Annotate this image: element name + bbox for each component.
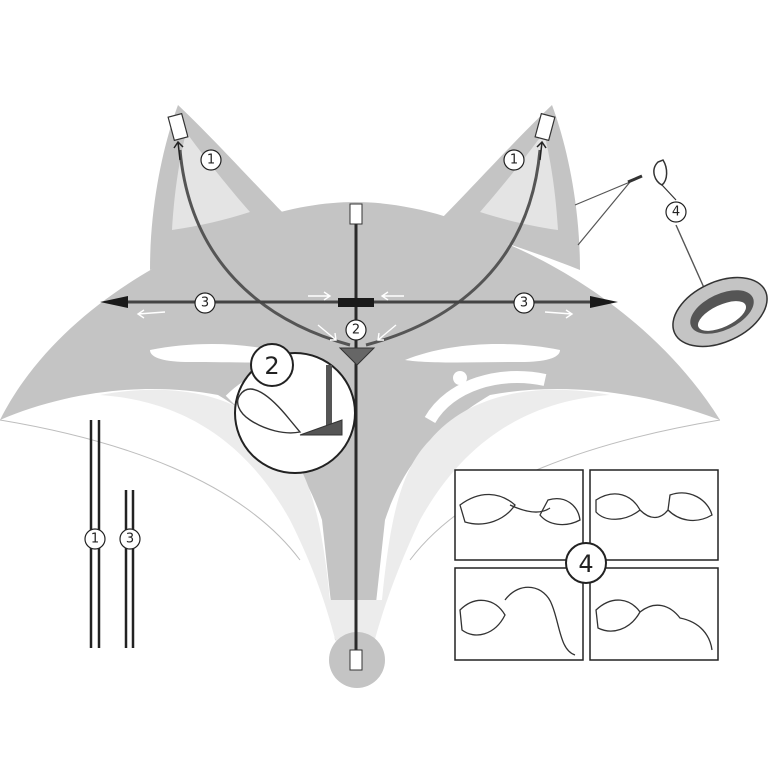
knot-panel-4 [589,567,719,661]
kite-body [0,202,720,640]
spine-top-cap [349,203,363,225]
left-ear-arrow [173,140,184,161]
curved-rods [167,112,556,347]
arrow-right-out [544,309,574,319]
cross-connector [338,298,374,307]
reel-clip [653,159,668,186]
label-curved-rod-right: 1 [503,149,525,171]
svg-text:3: 3 [520,296,528,311]
knot-steps-panels [454,469,719,661]
right-ear-arrow [536,140,547,161]
svg-text:1: 1 [207,153,215,168]
label-cross-spar-left: 3 [194,292,216,314]
reel-hole [697,301,747,331]
knot-panel-1 [454,469,584,561]
label-detail-callout: 2 [264,352,279,380]
svg-text:2: 2 [264,352,279,380]
knot-panel-2 [589,469,719,561]
label-loose-rod-long: 1 [84,528,106,550]
right-cheek-curve [424,371,547,424]
arrow-center-left-in [308,291,332,301]
svg-text:3: 3 [201,296,209,311]
arrow-to-nose-right [377,324,397,341]
label-spine-rod: 2 [345,319,367,341]
eye-dot [453,371,467,385]
line-reel-icon [653,159,768,348]
spine-rod [349,203,363,671]
spine-bottom-cap [349,649,363,671]
label-curved-rod-left: 1 [200,149,222,171]
right-ear-sleeve [534,112,556,142]
arrow-to-nose-left [317,324,337,341]
svg-text:2: 2 [352,323,360,338]
curved-rod-left [178,149,351,347]
svg-text:1: 1 [91,532,99,547]
nose-connector [338,347,376,366]
hand-knot-icon [459,492,713,656]
right-spar-end [590,296,618,308]
svg-text:1: 1 [510,153,518,168]
lower-wing-outline [0,419,721,561]
svg-text:3: 3 [126,532,134,547]
left-ear-sleeve [167,112,189,142]
knot-panel-3 [454,567,584,661]
bridle [574,174,643,246]
arrow-left-out [136,309,166,319]
svg-text:4: 4 [672,205,680,220]
left-spar-end [100,296,128,308]
label-line-handle: 4 [665,201,687,223]
label-loose-rod-short: 3 [119,528,141,550]
number-labels: 1 1 3 3 2 4 2 1 3 [84,149,687,584]
arrow-center-right-in [380,291,404,301]
callout-hand [237,388,302,434]
curved-rod-right [365,149,542,347]
right-eye-band [405,344,560,363]
label-knot-steps: 4 [565,542,607,584]
svg-text:4: 4 [578,550,593,578]
detail-callout [234,343,356,474]
label-cross-spar-right: 3 [513,292,535,314]
